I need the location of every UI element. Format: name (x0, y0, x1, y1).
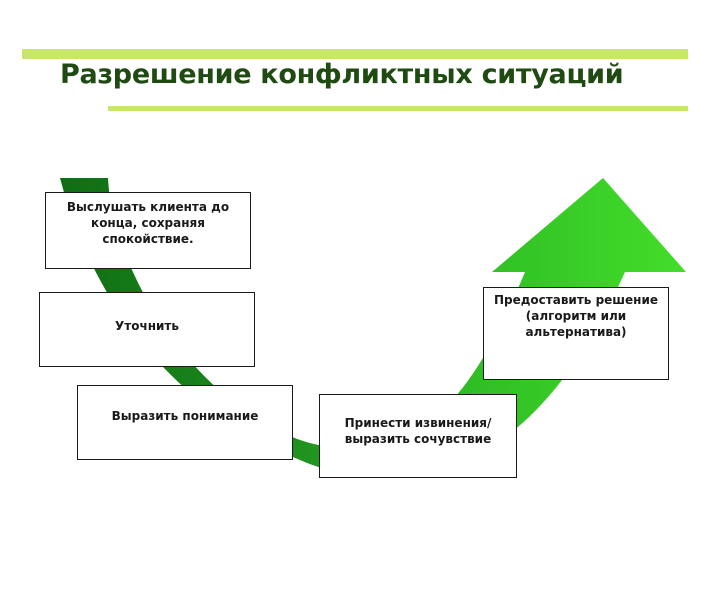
step-label: Выслушать клиента до конца, сохраняя спо… (66, 200, 230, 247)
step-label: Предоставить решение (алгоритм или альте… (493, 293, 659, 340)
step-label: Уточнить (115, 319, 179, 333)
title-rule-bottom (108, 106, 688, 111)
step-label: Выразить понимание (111, 409, 259, 423)
slide-title: Разрешение конфликтных ситуаций (60, 59, 624, 90)
step-label: Принести извинения/выразить сочувствие (344, 416, 492, 447)
step-express-understanding: Выразить понимание (77, 385, 293, 460)
step-apologize: Принести извинения/выразить сочувствие (319, 394, 517, 478)
step-provide-solution: Предоставить решение (алгоритм или альте… (483, 287, 669, 380)
step-listen: Выслушать клиента до конца, сохраняя спо… (45, 192, 251, 269)
step-clarify: Уточнить (39, 292, 255, 367)
title-rule-top (22, 49, 688, 59)
